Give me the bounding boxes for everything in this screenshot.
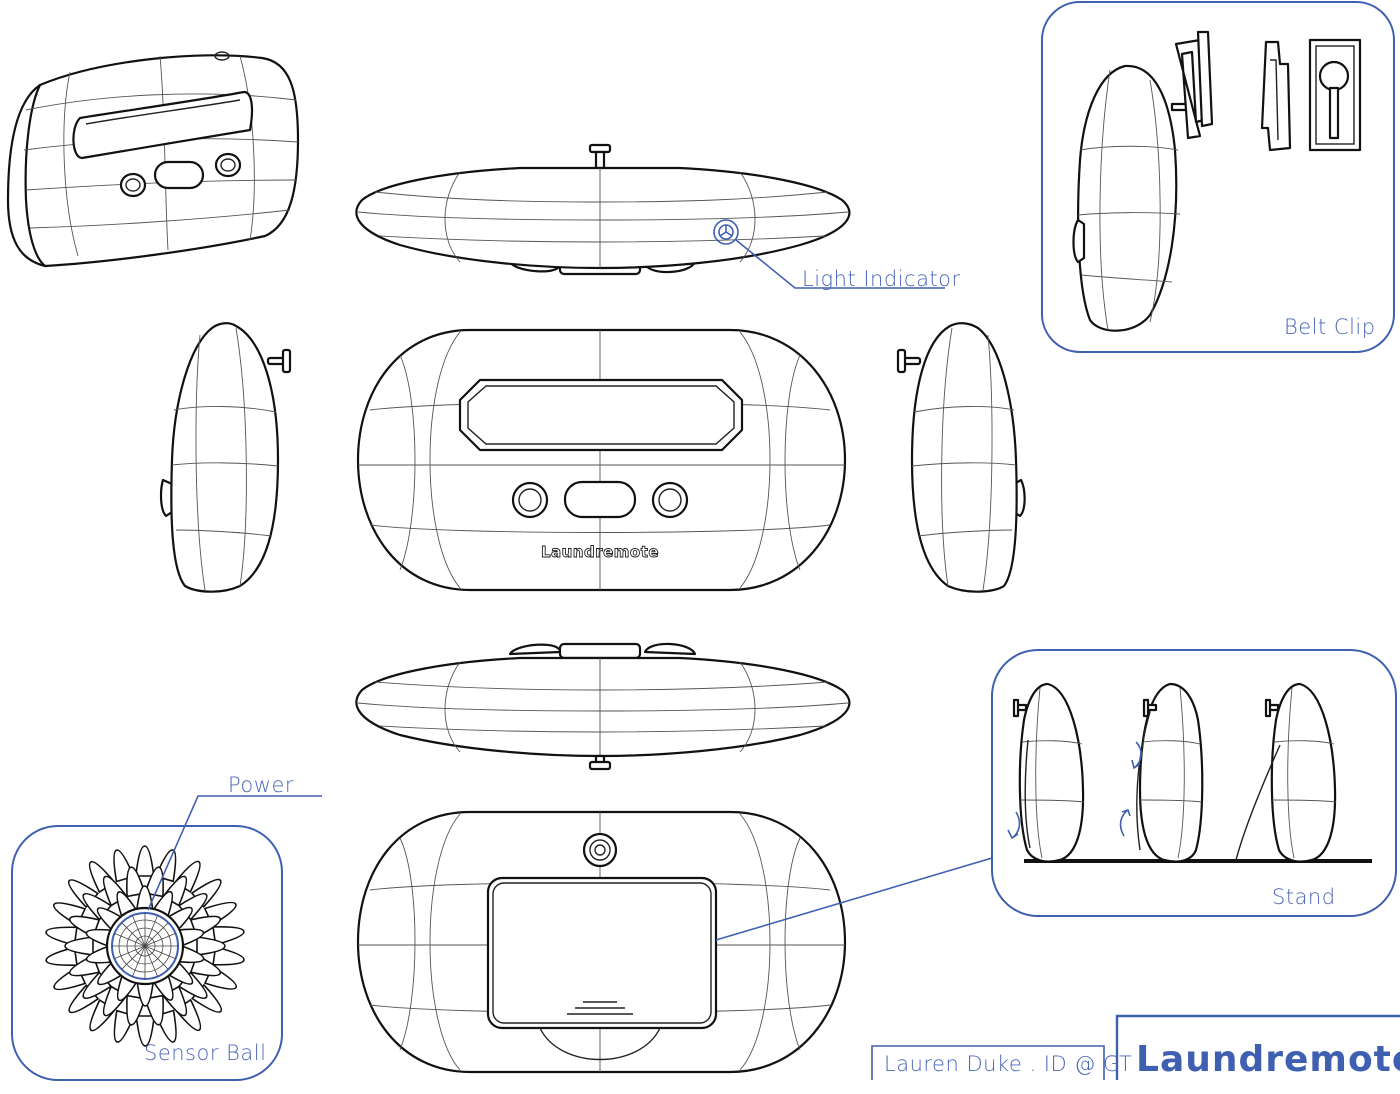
title-block: Lauren Duke . ID @ GT Laundremote: [871, 1014, 1400, 1080]
sensor-spike: [135, 1015, 156, 1047]
sensor-ball-label: Sensor Ball: [144, 1041, 266, 1065]
sensor-ball-spikes: [45, 845, 245, 1047]
light-indicator-label: Light Indicator: [802, 267, 961, 291]
top-view: Light Indicator: [355, 143, 961, 291]
sensor-spike: [144, 866, 164, 898]
sensor-spike: [134, 845, 155, 877]
sensor-spike: [144, 994, 164, 1026]
brand-title: Laundremote: [1136, 1039, 1400, 1080]
sensor-ball-grid: [112, 913, 178, 979]
device-engraving: Laundremote: [541, 543, 659, 561]
belt-clip-label: Belt Clip: [1284, 315, 1376, 339]
sensor-spike: [177, 944, 205, 964]
sensor-spike: [85, 928, 113, 948]
sensor-spike: [126, 866, 146, 898]
sensor-spike: [135, 885, 154, 911]
power-label: Power: [228, 773, 294, 797]
author-credit: Lauren Duke . ID @ GT: [884, 1052, 1132, 1076]
stand-inset: Stand: [715, 649, 1397, 941]
sensor-spike: [196, 936, 226, 956]
right-side-view: [896, 322, 1026, 593]
sensor-spike: [45, 946, 78, 967]
bottom-view: [355, 642, 851, 771]
sensor-spike: [126, 994, 146, 1026]
sensor-spike: [177, 928, 205, 947]
sensor-spike: [45, 926, 78, 947]
sensor-spike: [212, 925, 245, 946]
left-side-view: [159, 322, 292, 593]
stand-label: Stand: [1272, 885, 1336, 909]
sensor-ball-inset: Power Sensor Ball: [11, 773, 322, 1081]
sensor-spike: [212, 945, 245, 966]
sensor-spike: [85, 945, 113, 964]
belt-clip-inset: Belt Clip: [1041, 1, 1395, 353]
perspective-view: [6, 51, 300, 268]
back-view: [356, 810, 847, 1074]
front-view: Laundremote: [356, 328, 847, 592]
sensor-spike: [136, 981, 155, 1007]
sensor-spike: [64, 936, 94, 956]
